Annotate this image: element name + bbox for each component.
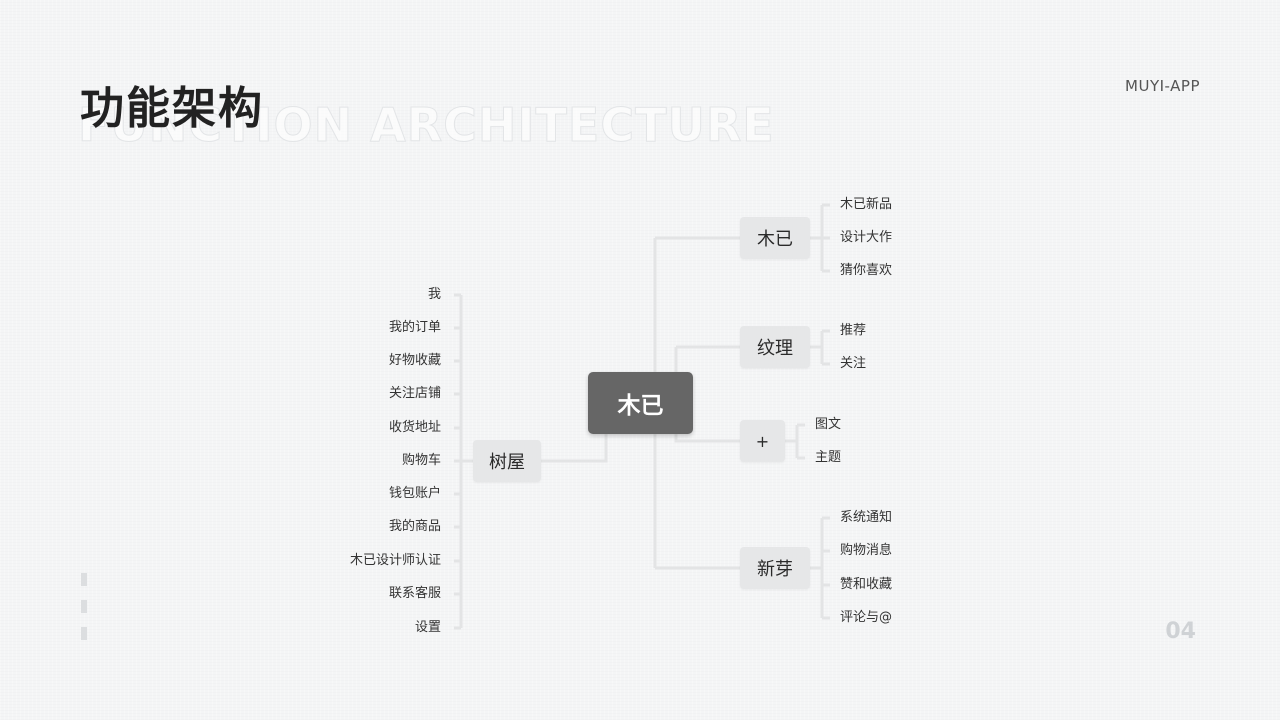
connector-wenli-bracket	[810, 331, 824, 364]
leaf-item: 系统通知	[840, 510, 893, 525]
branch-node-xinya: 新芽	[740, 547, 810, 589]
leaf-item: 赞和收藏	[840, 577, 893, 592]
connector-plus-bracket	[785, 425, 799, 458]
page-title: 功能架构	[80, 83, 264, 134]
leaf-item: 设计大作	[840, 230, 893, 245]
connector-xinya-bracket	[810, 518, 824, 618]
leaf-item: 木已设计师认证	[349, 553, 441, 568]
branch-node-plus: +	[740, 420, 785, 462]
leaf-item: 评论与@	[840, 610, 893, 625]
branch-node-wenli: 纹理	[740, 326, 810, 368]
leaf-item: 我的商品	[388, 519, 441, 534]
root-node: 木已	[588, 372, 693, 434]
branch-node-shuwu: 树屋	[473, 440, 541, 482]
leaf-item: 设置	[414, 620, 441, 635]
leaf-item: 钱包账户	[388, 486, 441, 501]
leaf-item: 木已新品	[840, 197, 893, 212]
leaf-item: 购物消息	[840, 543, 893, 558]
brand-label: MUYI-APP	[1125, 77, 1200, 95]
leaf-item: 主题	[815, 450, 842, 465]
connector-left-bracket	[459, 295, 473, 628]
leaf-item: 推荐	[840, 323, 867, 338]
leaf-item: 我	[427, 287, 441, 302]
leaf-item: 关注店铺	[388, 386, 441, 401]
page-title-english: FUNCTION ARCHITECTURE	[78, 98, 775, 153]
leaf-item: 猜你喜欢	[840, 263, 893, 278]
page-number: 04	[1165, 619, 1196, 644]
branch-node-muyi: 木已	[740, 217, 810, 259]
leaf-item: 关注	[840, 356, 867, 371]
leaf-item: 好物收藏	[388, 353, 441, 368]
page-indicator-dot	[81, 600, 87, 613]
page-indicator-dot	[81, 627, 87, 640]
leaf-item: 我的订单	[388, 320, 441, 335]
leaf-item: 联系客服	[388, 586, 441, 601]
leaf-item: 收货地址	[388, 420, 441, 435]
leaf-item: 购物车	[401, 453, 441, 468]
page-indicator-dot	[81, 573, 87, 586]
connector-muyi-bracket	[810, 205, 824, 271]
leaf-item: 图文	[815, 417, 842, 432]
